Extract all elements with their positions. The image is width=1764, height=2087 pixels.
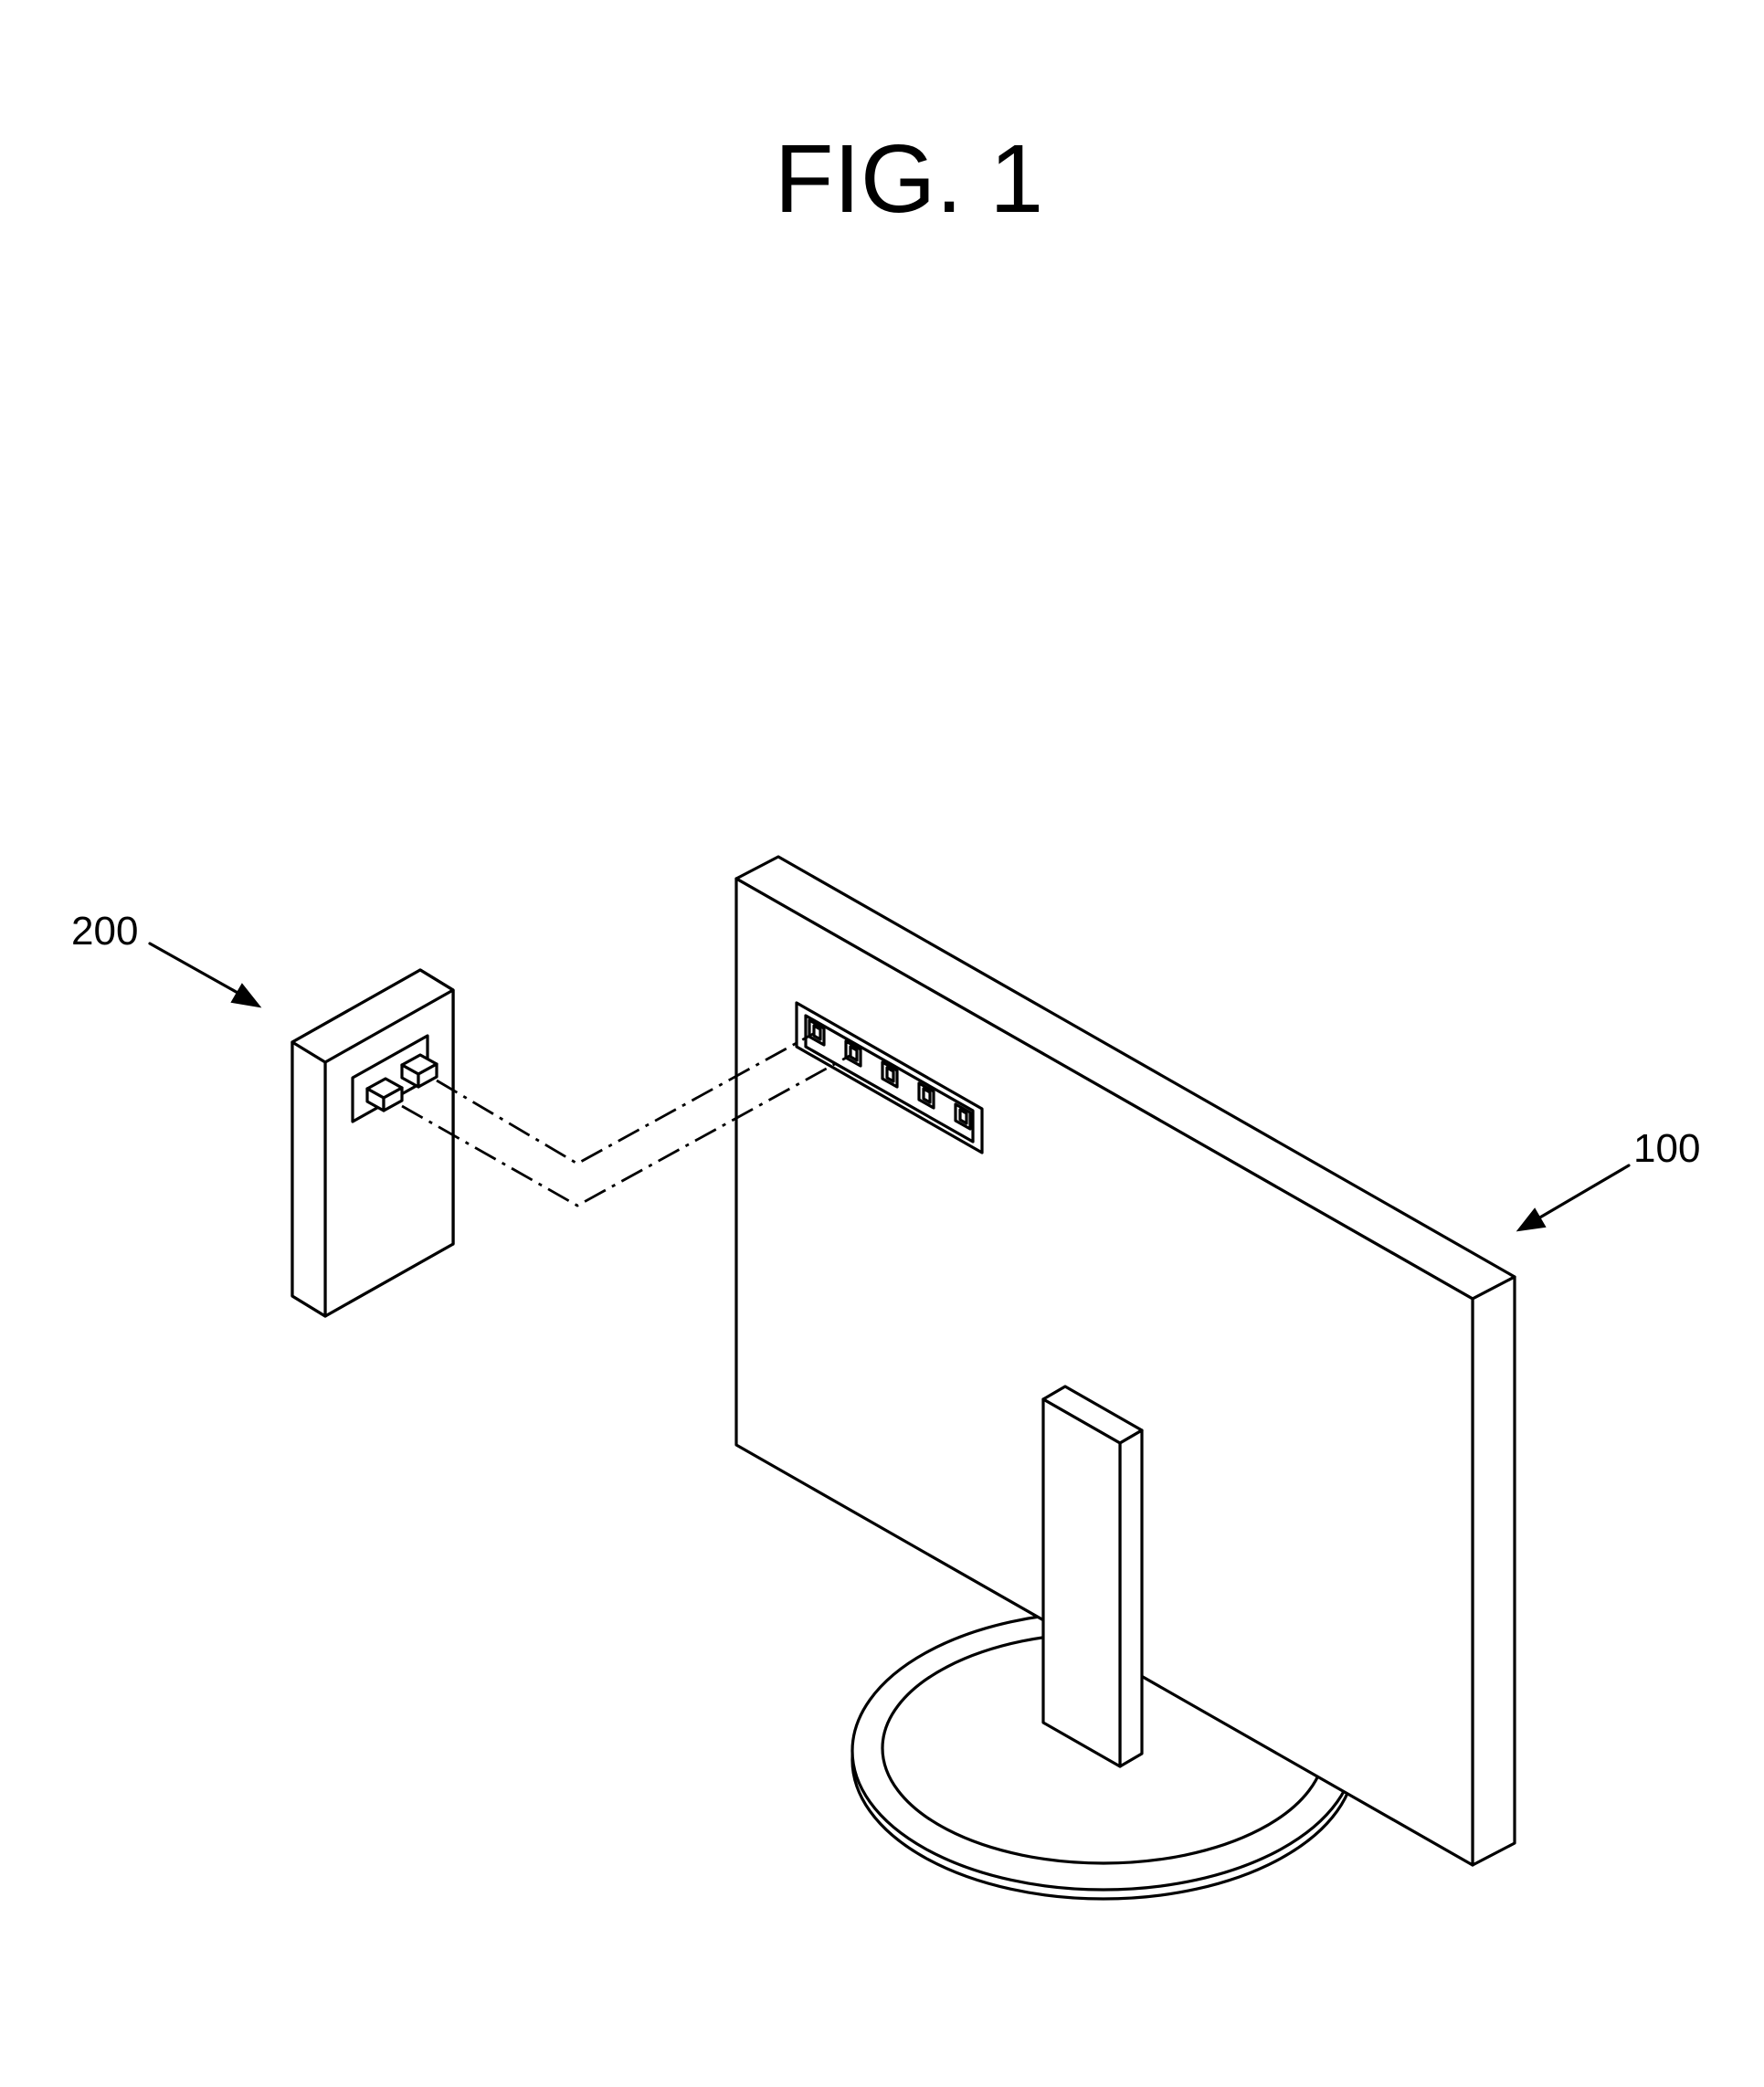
monitor-stand-neck — [1043, 1386, 1142, 1766]
leader-arrow-200-head — [232, 985, 259, 1007]
source-device — [292, 970, 453, 1316]
monitor-right-face — [1473, 1277, 1515, 1865]
leader-arrow-100-line — [1538, 1165, 1629, 1218]
neck-front-face — [1043, 1399, 1120, 1766]
label-200-group: 200 — [71, 909, 259, 1007]
reference-label-200: 200 — [71, 909, 138, 954]
leader-arrow-100-head — [1518, 1209, 1545, 1230]
box-left-face — [292, 1042, 325, 1316]
reference-label-100: 100 — [1633, 1126, 1700, 1171]
figure-title: FIG. 1 — [775, 125, 1044, 233]
label-100-group: 100 — [1518, 1126, 1700, 1230]
neck-right-face — [1120, 1430, 1142, 1766]
leader-arrow-200-line — [150, 943, 239, 994]
